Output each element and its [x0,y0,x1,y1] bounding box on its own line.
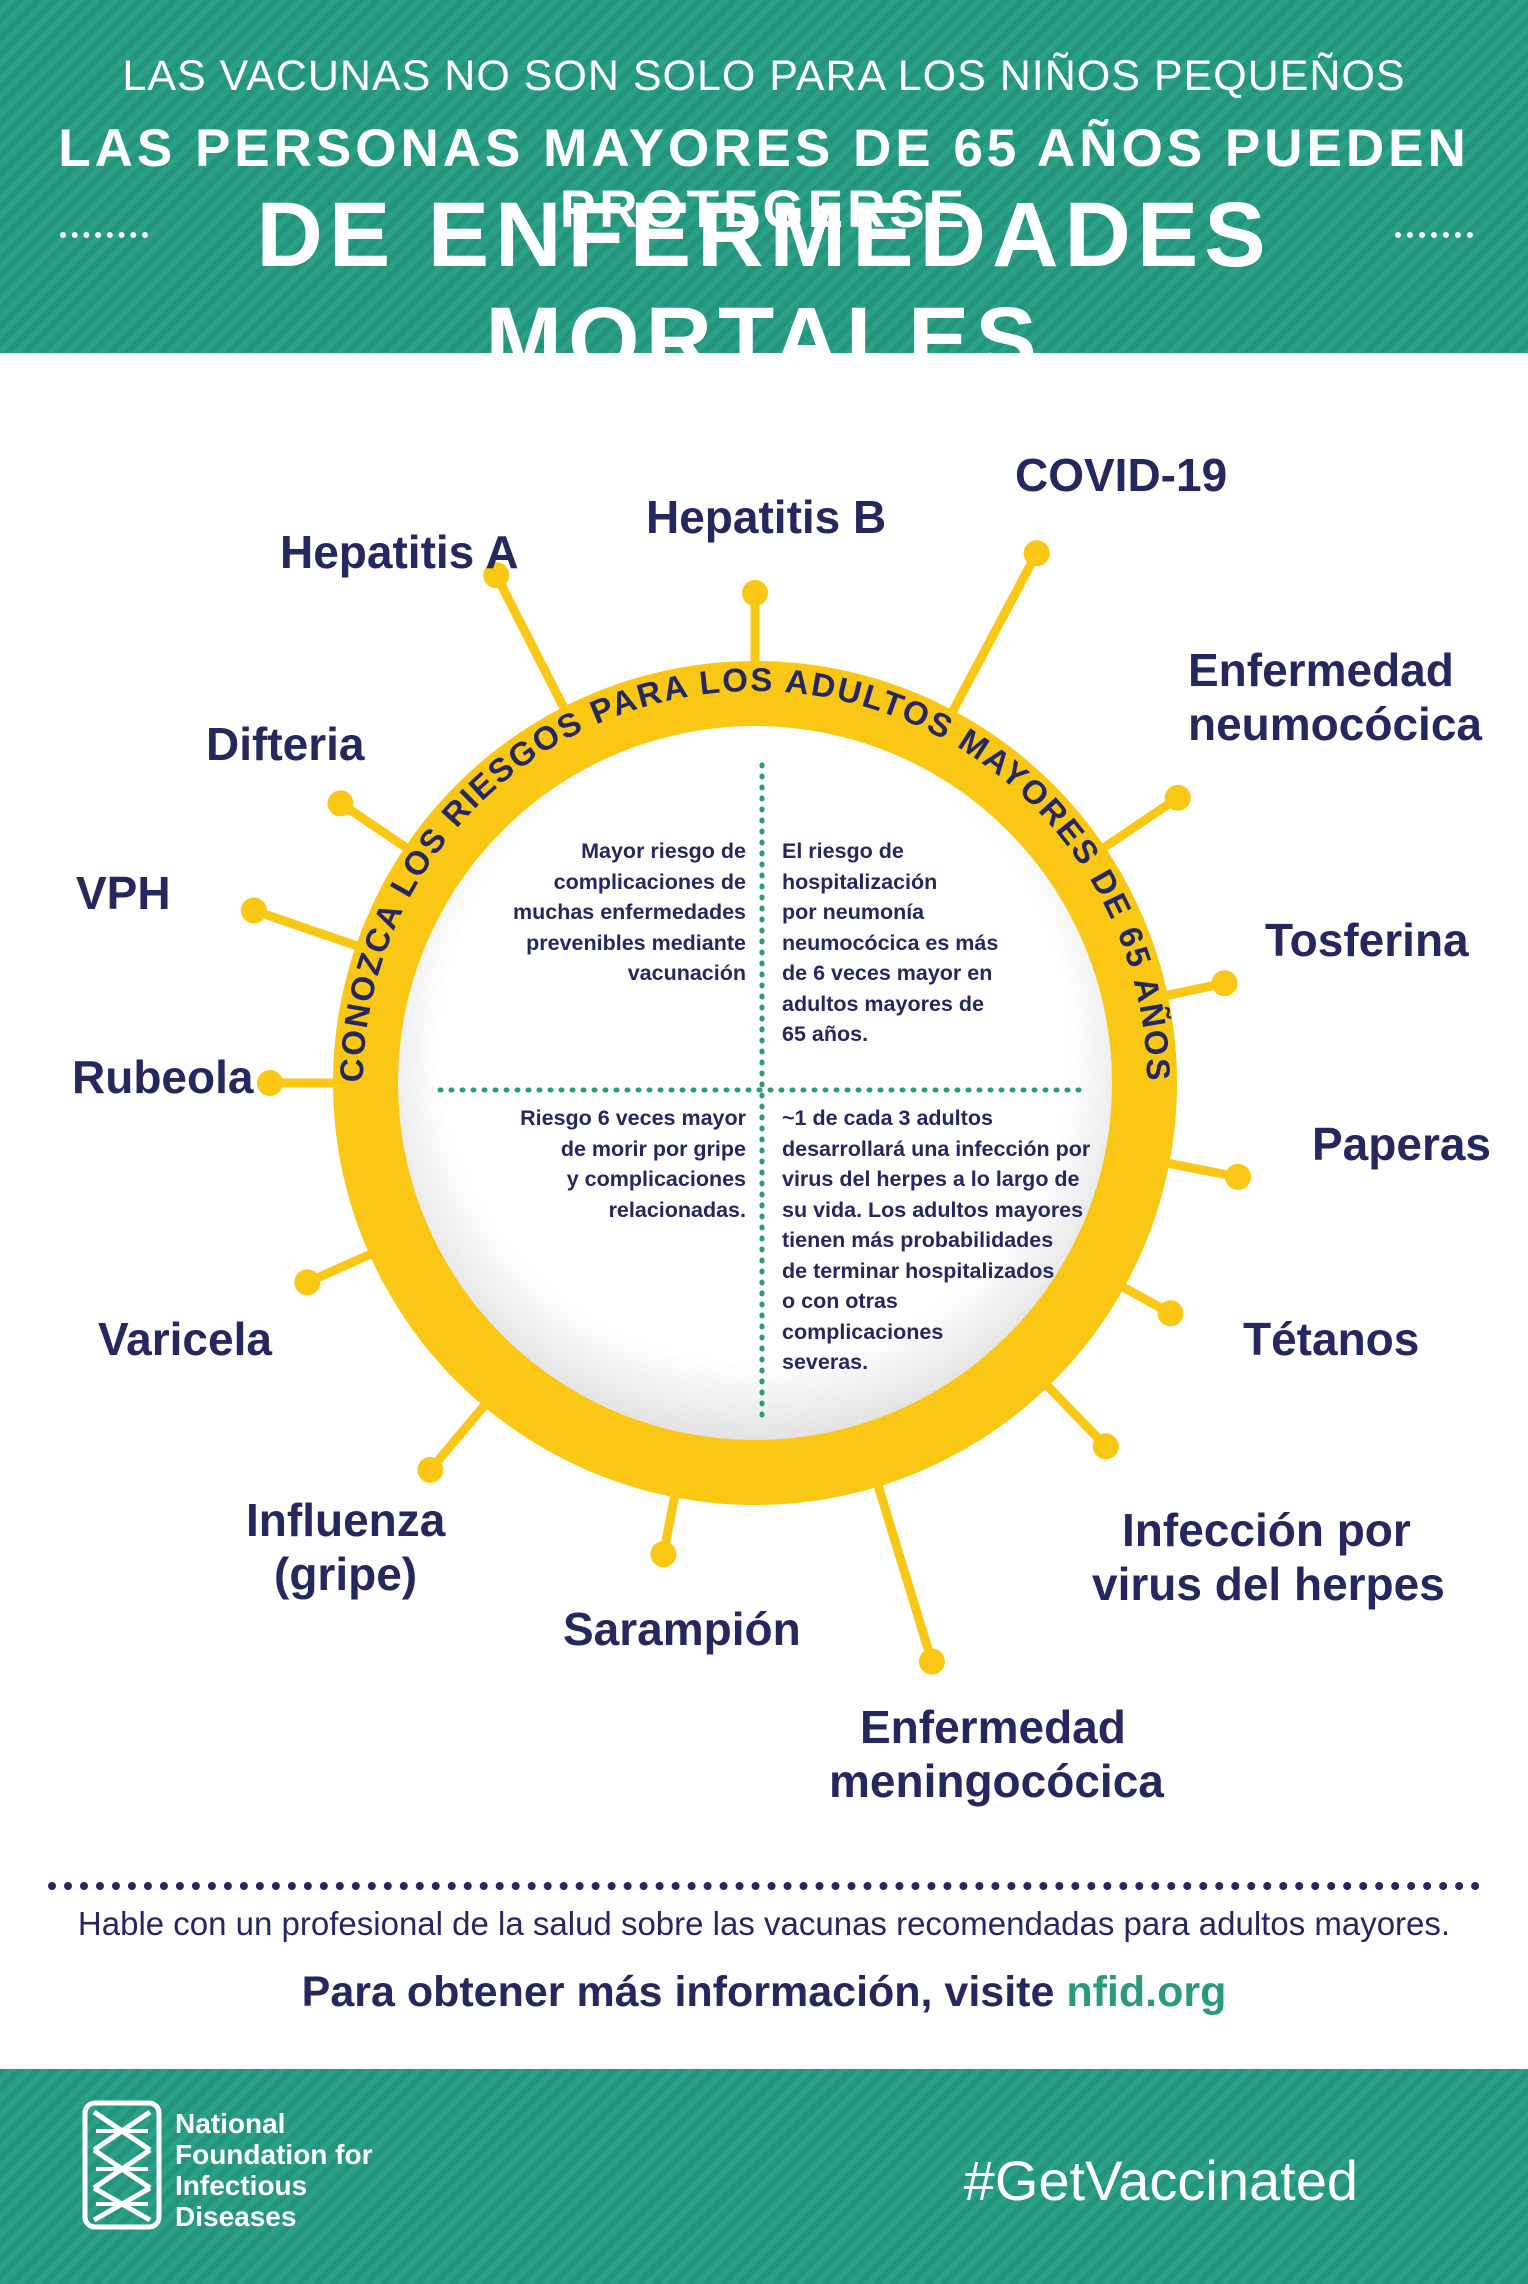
disease-difteria: Difteria [206,718,365,770]
quadrant-bottom-right-text: ~1 de cada 3 adultos desarrollará una in… [782,1106,1091,1374]
spike-paperas-dot [1224,1163,1251,1190]
vaccine-burst-graphic: CONOZCA LOS RIESGOS PARA LOS ADULTOS MAY… [240,540,1251,1675]
spike-hepatitis-a-dot [483,562,510,589]
more-info-prefix: Para obtener más información, visite [301,1968,1067,2016]
disease-influenza-line2: (gripe) [274,1548,418,1600]
spike-meningococica-dot [918,1648,945,1675]
disease-herpes-line1: Infección por [1122,1504,1411,1556]
disease-varicela: Varicela [98,1313,272,1365]
header-dots-right [1395,232,1473,238]
disease-rubeola: Rubeola [72,1051,254,1103]
spike-influenza-dot [417,1456,444,1483]
disease-neumococica-line1: Enfermedad [1188,644,1454,696]
header-subtitle: LAS VACUNAS NO SON SOLO PARA LOS NIÑOS P… [122,52,1406,100]
nfid-logo-text: National Foundation for Infectious Disea… [175,2108,373,2232]
disease-hepatitis-b: Hepatitis B [646,491,887,543]
spike-tosferina-dot [1211,970,1238,997]
spike-difteria-dot [327,790,354,817]
header-title: DE ENFERMEDADES MORTALES [256,184,1272,391]
header-dots-left [60,232,148,238]
disease-tetanos: Tétanos [1243,1313,1420,1365]
spike-varicela-dot [294,1269,321,1296]
talk-to-provider-text: Hable con un profesional de la salud sob… [77,1905,1451,1942]
more-info-text: Para obtener más información, visite nfi… [0,1968,1528,2017]
disease-covid-19: COVID-19 [1015,449,1228,501]
footer-banner [0,2069,1528,2284]
spike-covid-line [938,551,1041,732]
quadrant-bottom-left-text: Riesgo 6 veces mayor de morir por gripe … [520,1106,746,1222]
spike-hepatitis-b-dot [742,580,768,606]
spike-herpes-dot [1092,1433,1119,1460]
spike-tetanos-dot [1157,1300,1184,1327]
spike-vph-dot [240,897,267,924]
nfid-link[interactable]: nfid.org [1066,1968,1227,2016]
burst-spikes [240,540,1251,1675]
spike-meningococica-line [867,1464,937,1663]
header-banner: LAS VACUNAS NO SON SOLO PARA LOS NIÑOS P… [0,0,1528,391]
disease-neumococica-line2: neumocócica [1188,698,1482,750]
hashtag-get-vaccinated: #GetVaccinated [963,2149,1358,2212]
disease-influenza-line1: Influenza [246,1494,446,1546]
disease-sarampion: Sarampión [563,1603,801,1655]
spike-neumococica-dot [1164,784,1191,811]
nfid-logo-icon [82,2100,162,2230]
disease-vph: VPH [76,867,171,919]
spike-sarampion-dot [650,1541,677,1568]
disease-herpes-line2: virus del herpes [1092,1558,1445,1610]
disease-hepatitis-a: Hepatitis A [280,526,519,578]
spike-hepatitis-a-line [492,573,578,729]
spike-covid-dot [1023,540,1050,567]
quadrant-top-left-text: Mayor riesgo de complicaciones de muchas… [512,839,746,985]
section-divider [48,1882,1480,1890]
disease-paperas: Paperas [1312,1118,1492,1170]
quadrant-top-right-text: El riesgo de hospitalización por neumoní… [782,839,999,1046]
header-headline: LAS PERSONAS MAYORES DE 65 AÑOS PUEDEN P… [58,119,1470,239]
disease-meningococica-line2: meningocócica [829,1755,1164,1807]
spike-rubeola-dot [257,1070,283,1096]
disease-meningococica-line1: Enfermedad [860,1701,1126,1753]
inner-circle [398,726,1112,1440]
disease-tosferina: Tosferina [1265,914,1469,966]
